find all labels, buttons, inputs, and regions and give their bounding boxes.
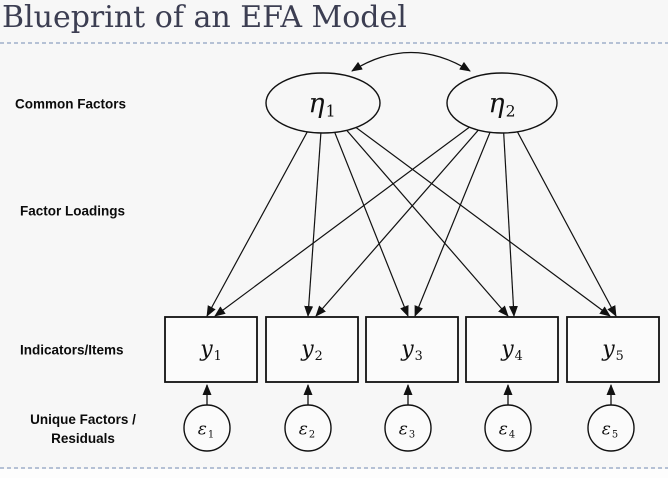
label-common-factors: Common Factors <box>15 96 127 112</box>
factor-ellipse-2 <box>446 72 558 134</box>
indicator-box-1 <box>164 316 258 383</box>
loading-arrow <box>322 102 509 317</box>
slide-title: Blueprint of an EFA Model <box>2 0 407 35</box>
indicator-label-3: y3 <box>401 337 423 364</box>
residual-label-3: ε3 <box>398 419 416 441</box>
indicator-subscript: 1 <box>213 348 222 364</box>
factor-label-1: η1 <box>308 88 336 121</box>
residual-symbol: ε <box>398 419 408 440</box>
loading-arrow <box>501 102 518 317</box>
residual-circle-3 <box>384 404 432 452</box>
residual-subscript: 3 <box>408 429 416 441</box>
indicator-boxes <box>164 316 660 383</box>
residual-circle-2 <box>284 404 332 452</box>
loading-arrows-factor1 <box>206 102 611 317</box>
residual-subscript: 4 <box>508 429 516 441</box>
indicator-label-5: y5 <box>602 337 624 364</box>
residual-circles <box>183 404 635 452</box>
factor-subscript: 2 <box>505 101 516 121</box>
residual-circle-4 <box>484 404 532 452</box>
residual-circle-1 <box>183 404 231 452</box>
residual-label-1: ε1 <box>197 419 215 441</box>
residual-label-4: ε4 <box>498 419 516 441</box>
factor-symbol: η <box>488 88 505 120</box>
loading-arrow <box>414 102 503 317</box>
loading-arrow <box>501 102 617 317</box>
factor-covariance-arrow <box>351 51 471 72</box>
label-factor-loadings: Factor Loadings <box>20 203 126 219</box>
indicator-subscript: 5 <box>615 348 624 364</box>
loading-arrows-factor2 <box>214 102 617 317</box>
indicator-symbol: y <box>501 337 514 362</box>
label-unique-factors-line2: Residuals <box>51 431 115 446</box>
loading-arrow <box>206 102 324 317</box>
loading-arrow <box>304 102 324 317</box>
residual-label-5: ε5 <box>601 419 619 441</box>
indicator-symbol: y <box>200 337 213 362</box>
loading-arrow <box>322 102 611 317</box>
residual-subscript: 2 <box>308 429 316 441</box>
label-unique-factors-line1: Unique Factors / <box>30 412 136 427</box>
indicator-symbol: y <box>301 337 314 362</box>
footer-strip <box>0 469 668 478</box>
indicator-label-4: y4 <box>501 337 523 364</box>
indicator-box-3 <box>365 316 459 383</box>
indicator-subscript: 4 <box>514 348 523 364</box>
label-indicators-items: Indicators/Items <box>20 342 124 358</box>
indicator-subscript: 3 <box>414 348 423 364</box>
residual-subscript: 1 <box>207 429 215 441</box>
factor-subscript: 1 <box>325 101 336 121</box>
indicator-subscript: 2 <box>314 348 323 364</box>
factor-ellipse-1 <box>265 72 381 134</box>
residual-symbol: ε <box>498 419 508 440</box>
indicator-label-1: y1 <box>200 337 222 364</box>
residual-label-2: ε2 <box>298 419 316 441</box>
indicator-box-5 <box>566 316 660 383</box>
indicator-symbol: y <box>602 337 615 362</box>
loading-arrow <box>322 102 409 317</box>
loading-arrow <box>315 102 503 317</box>
factor-symbol: η <box>308 88 325 120</box>
indicator-box-2 <box>265 316 359 383</box>
residual-symbol: ε <box>298 419 308 440</box>
residual-symbol: ε <box>197 419 207 440</box>
label-unique-factors-residuals: Unique Factors / Residuals <box>17 410 149 448</box>
residual-symbol: ε <box>601 419 611 440</box>
indicator-symbol: y <box>401 337 414 362</box>
indicator-box-4 <box>465 316 559 383</box>
indicator-label-2: y2 <box>301 337 323 364</box>
footer-divider <box>0 467 668 469</box>
loading-arrow <box>214 102 503 317</box>
title-divider <box>0 42 668 44</box>
factor-label-2: η2 <box>488 88 516 121</box>
residual-circle-5 <box>587 404 635 452</box>
residual-subscript: 5 <box>611 429 619 441</box>
